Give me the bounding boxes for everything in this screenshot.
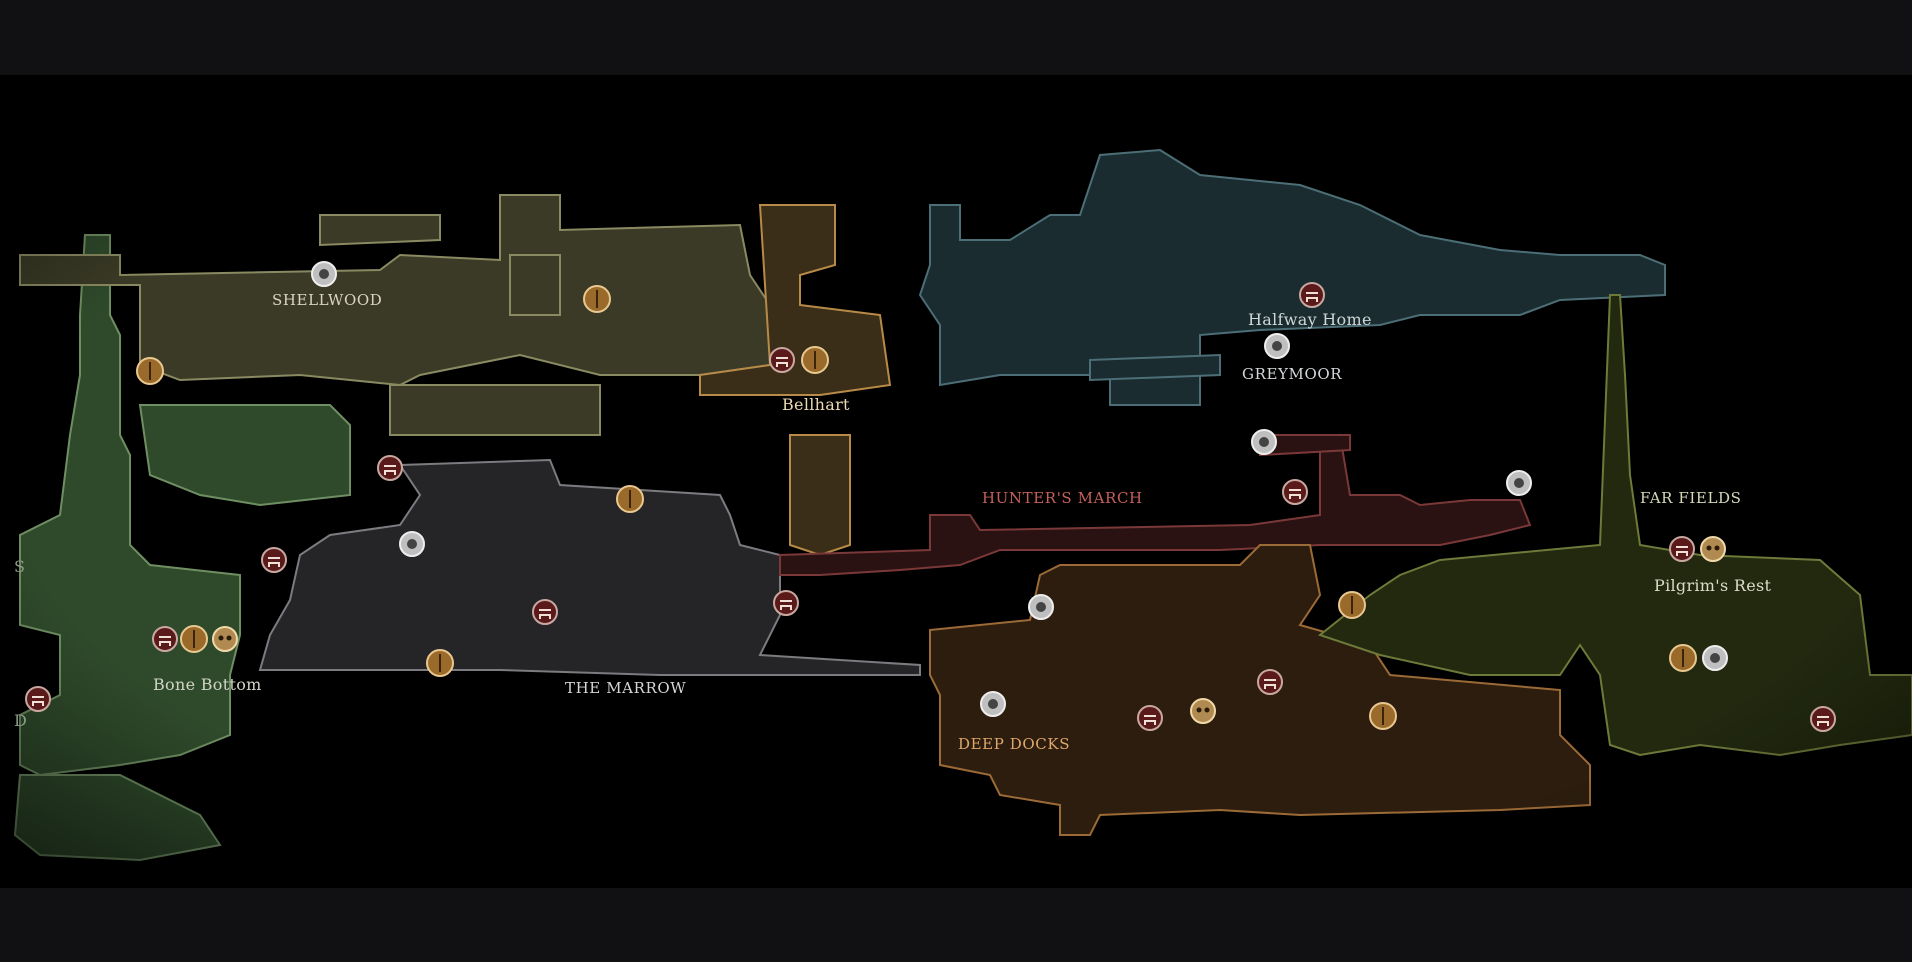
bench-icon[interactable] bbox=[152, 626, 178, 652]
vendor-icon[interactable] bbox=[1190, 698, 1216, 724]
location-label-far-fields: FAR FIELDS bbox=[1640, 489, 1742, 507]
bench-icon[interactable] bbox=[1810, 706, 1836, 732]
rosary-shrine-icon[interactable] bbox=[1702, 645, 1728, 671]
location-label-halfway-home: Halfway Home bbox=[1248, 310, 1372, 329]
location-label-the-marrow: THE MARROW bbox=[565, 679, 687, 697]
edge-letter-d: D bbox=[14, 711, 28, 730]
rosary-shrine-icon[interactable] bbox=[1251, 429, 1277, 455]
bench-icon[interactable] bbox=[1299, 282, 1325, 308]
edge-letter-s: S bbox=[14, 557, 26, 576]
location-label-shellwood: SHELLWOOD bbox=[272, 291, 383, 309]
fast-travel-bell-icon[interactable] bbox=[136, 357, 164, 385]
rosary-shrine-icon[interactable] bbox=[980, 691, 1006, 717]
top-letterbox bbox=[0, 0, 1912, 75]
bench-icon[interactable] bbox=[769, 347, 795, 373]
bench-icon[interactable] bbox=[1137, 705, 1163, 731]
fast-travel-bell-icon[interactable] bbox=[1369, 702, 1397, 730]
fast-travel-bell-icon[interactable] bbox=[180, 625, 208, 653]
location-label-greymoor: GREYMOOR bbox=[1242, 365, 1343, 383]
vendor-icon[interactable] bbox=[1700, 536, 1726, 562]
rosary-shrine-icon[interactable] bbox=[1264, 333, 1290, 359]
bench-icon[interactable] bbox=[532, 599, 558, 625]
bench-icon[interactable] bbox=[25, 686, 51, 712]
rosary-shrine-icon[interactable] bbox=[1506, 470, 1532, 496]
rosary-shrine-icon[interactable] bbox=[1028, 594, 1054, 620]
map-regions bbox=[0, 75, 1912, 888]
fast-travel-bell-icon[interactable] bbox=[801, 346, 829, 374]
location-label-deep-docks: DEEP DOCKS bbox=[958, 735, 1071, 753]
world-map[interactable]: SHELLWOOD Bellhart Halfway Home GREYMOOR… bbox=[0, 75, 1912, 888]
bench-icon[interactable] bbox=[261, 547, 287, 573]
fast-travel-bell-icon[interactable] bbox=[1669, 644, 1697, 672]
bench-icon[interactable] bbox=[1669, 536, 1695, 562]
rosary-shrine-icon[interactable] bbox=[311, 261, 337, 287]
bench-icon[interactable] bbox=[377, 455, 403, 481]
rosary-shrine-icon[interactable] bbox=[399, 531, 425, 557]
bench-icon[interactable] bbox=[773, 590, 799, 616]
bench-icon[interactable] bbox=[1282, 479, 1308, 505]
fast-travel-bell-icon[interactable] bbox=[426, 649, 454, 677]
location-label-pilgrims-rest: Pilgrim's Rest bbox=[1654, 576, 1772, 595]
fast-travel-bell-icon[interactable] bbox=[583, 285, 611, 313]
fast-travel-bell-icon[interactable] bbox=[1338, 591, 1366, 619]
bench-icon[interactable] bbox=[1257, 669, 1283, 695]
map-markers bbox=[25, 261, 1836, 732]
vendor-icon[interactable] bbox=[212, 626, 238, 652]
location-label-hunters-march: HUNTER'S MARCH bbox=[982, 489, 1143, 507]
bottom-letterbox bbox=[0, 888, 1912, 962]
fast-travel-bell-icon[interactable] bbox=[616, 485, 644, 513]
location-label-bellhart: Bellhart bbox=[782, 395, 850, 414]
location-label-bone-bottom: Bone Bottom bbox=[153, 675, 262, 694]
